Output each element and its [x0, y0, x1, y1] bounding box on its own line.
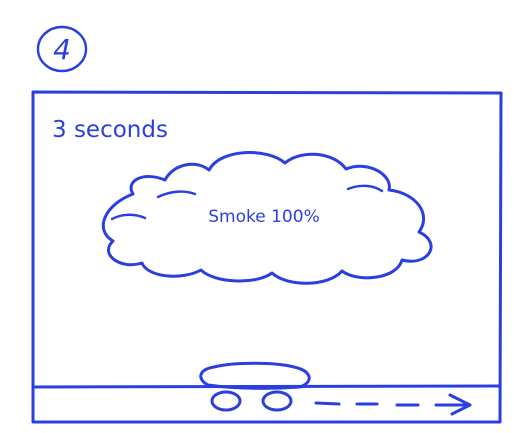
- dashed-arrow-icon: [316, 395, 470, 414]
- smoke-level-label: Smoke 100%: [208, 207, 319, 227]
- cloud-inner-stroke: [348, 186, 382, 191]
- cloud-inner-stroke: [112, 215, 145, 219]
- duration-label: 3 seconds: [52, 117, 168, 143]
- panel-number-text: 4: [53, 33, 71, 66]
- cloud-inner-stroke: [158, 192, 195, 197]
- road-line: [34, 386, 500, 387]
- smoke-cloud-icon: Smoke 100%: [103, 153, 431, 284]
- car-body: [201, 363, 309, 388]
- car-wheel-rear: [263, 392, 291, 410]
- car-wheel-front: [212, 392, 240, 410]
- panel-number-badge: 4: [38, 27, 86, 71]
- arrow-dash: [316, 403, 339, 404]
